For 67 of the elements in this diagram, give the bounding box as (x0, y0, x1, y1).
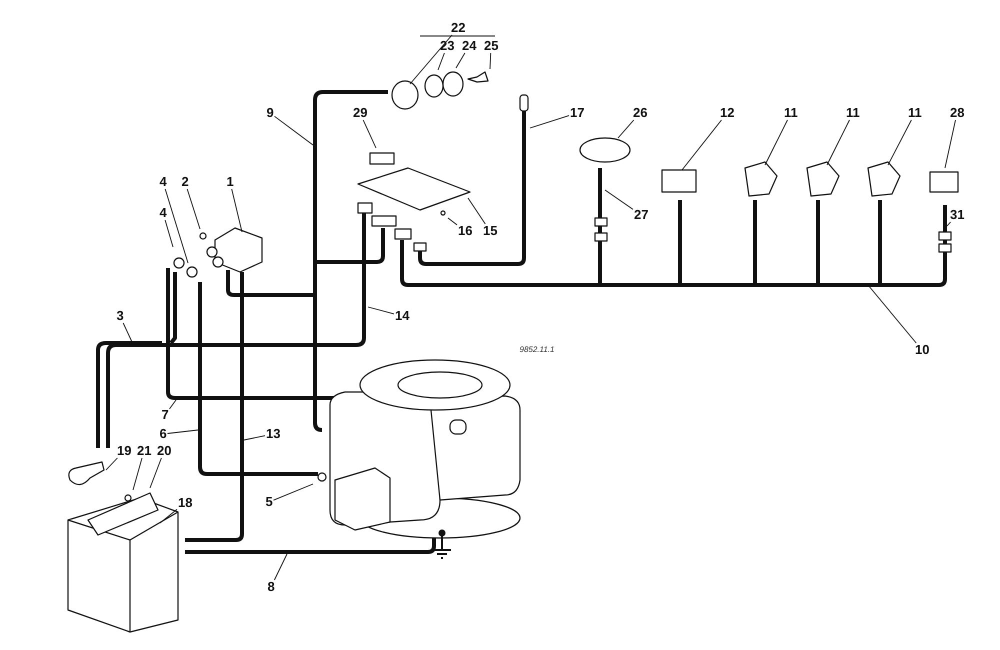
callout-number: 29 (353, 106, 368, 120)
callout-number: 11 (784, 106, 798, 120)
callout-number: 21 (137, 444, 152, 458)
leader-line (604, 190, 634, 210)
leader-line (868, 284, 917, 344)
callout-number: 11 (908, 106, 922, 120)
callout-number: 11 (846, 106, 860, 120)
callout-number: 6 (160, 427, 167, 441)
callout-number: 31 (950, 208, 964, 222)
leader-line (530, 115, 570, 128)
leader-line (944, 120, 956, 168)
callout-number: 8 (268, 580, 275, 594)
leader-line (274, 116, 314, 146)
callout-number: 26 (633, 106, 648, 120)
leader-line (946, 222, 952, 226)
leader-line (368, 306, 394, 314)
leader-line (682, 120, 722, 170)
callout-number: 16 (458, 224, 472, 238)
leader-line (160, 508, 178, 524)
leader-line (164, 220, 174, 248)
callout-number: 7 (162, 408, 169, 422)
leader-line (888, 120, 912, 166)
leader-line (186, 188, 200, 230)
leader-line (122, 322, 132, 342)
callout-number: 1 (226, 175, 234, 189)
leader-line (456, 52, 466, 68)
callout-number: 3 (116, 309, 124, 323)
leader-line (167, 430, 198, 434)
leader-line (106, 458, 118, 470)
callout-number: 25 (484, 39, 498, 53)
callout-number: 2 (182, 175, 189, 189)
leader-line (132, 458, 142, 490)
leader-line (438, 52, 445, 70)
callout-number: 4 (160, 175, 167, 189)
callout-number: 10 (915, 343, 930, 357)
leader-line (150, 458, 162, 488)
callout-number: 28 (950, 106, 964, 120)
leader-line (826, 120, 850, 166)
leader-line (362, 120, 376, 148)
leader-line (448, 218, 458, 226)
callout-number: 27 (634, 208, 648, 222)
callout-number: 18 (178, 496, 192, 510)
leader-line (274, 554, 288, 580)
callout-number: 15 (483, 224, 498, 238)
callout-number: 4 (160, 206, 167, 220)
callout-number: 13 (266, 427, 280, 441)
leader-line (410, 34, 452, 84)
leader-line (618, 120, 634, 138)
leader-line (764, 120, 788, 166)
callout-number: 22 (451, 21, 466, 35)
callout-number: 5 (266, 495, 273, 509)
leader-line (273, 484, 314, 501)
callout-number: 23 (440, 39, 454, 53)
drawing-number: 9852.11.1 (520, 345, 554, 354)
leader-line (490, 52, 492, 70)
callout-number: 20 (157, 444, 172, 458)
callout-number: 9 (266, 106, 274, 120)
callout-number: 19 (117, 444, 132, 458)
callout-number: 14 (395, 309, 410, 323)
callout-number: 24 (462, 39, 476, 53)
leader-line (169, 400, 176, 410)
leader-line (244, 435, 266, 440)
leader-line (164, 188, 188, 264)
callout-number: 17 (570, 106, 584, 120)
leader-line (468, 198, 486, 224)
leader-line (231, 188, 242, 232)
callout-number: 12 (720, 106, 734, 120)
